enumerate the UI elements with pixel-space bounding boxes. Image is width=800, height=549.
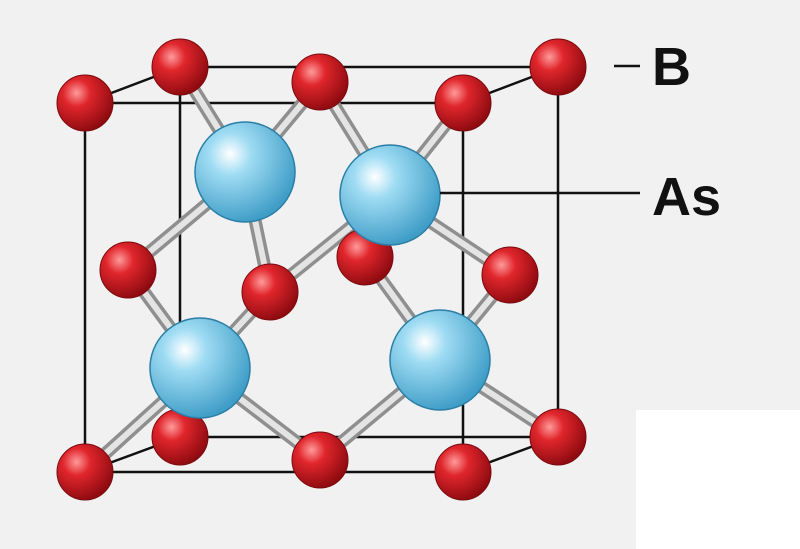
arsenic-atom: [194, 121, 296, 223]
arsenic-label: As: [652, 167, 722, 227]
leader-lines: [440, 64, 640, 195]
boron-atom: [434, 74, 492, 132]
arsenic-atom: [149, 317, 251, 419]
arsenic-atoms: [149, 121, 491, 419]
boron-atom: [481, 246, 539, 304]
boron-atom: [56, 74, 114, 132]
boron-atom: [56, 443, 114, 501]
boron-atom: [99, 241, 157, 299]
boron-atom: [291, 53, 349, 111]
front-face-edge: [83, 101, 465, 474]
boron-atom: [529, 38, 587, 96]
boron-atom: [241, 263, 299, 321]
boron-atom: [291, 431, 349, 489]
back-face-edge: [178, 65, 560, 439]
arsenic-atom: [389, 309, 491, 411]
arsenic-atom: [339, 144, 441, 246]
boron-atom: [151, 38, 209, 96]
boron-label: B: [652, 37, 691, 97]
boron-atoms-front: [56, 74, 539, 501]
background-patch: [636, 410, 800, 549]
boron-atom: [434, 443, 492, 501]
boron-atom: [529, 408, 587, 466]
